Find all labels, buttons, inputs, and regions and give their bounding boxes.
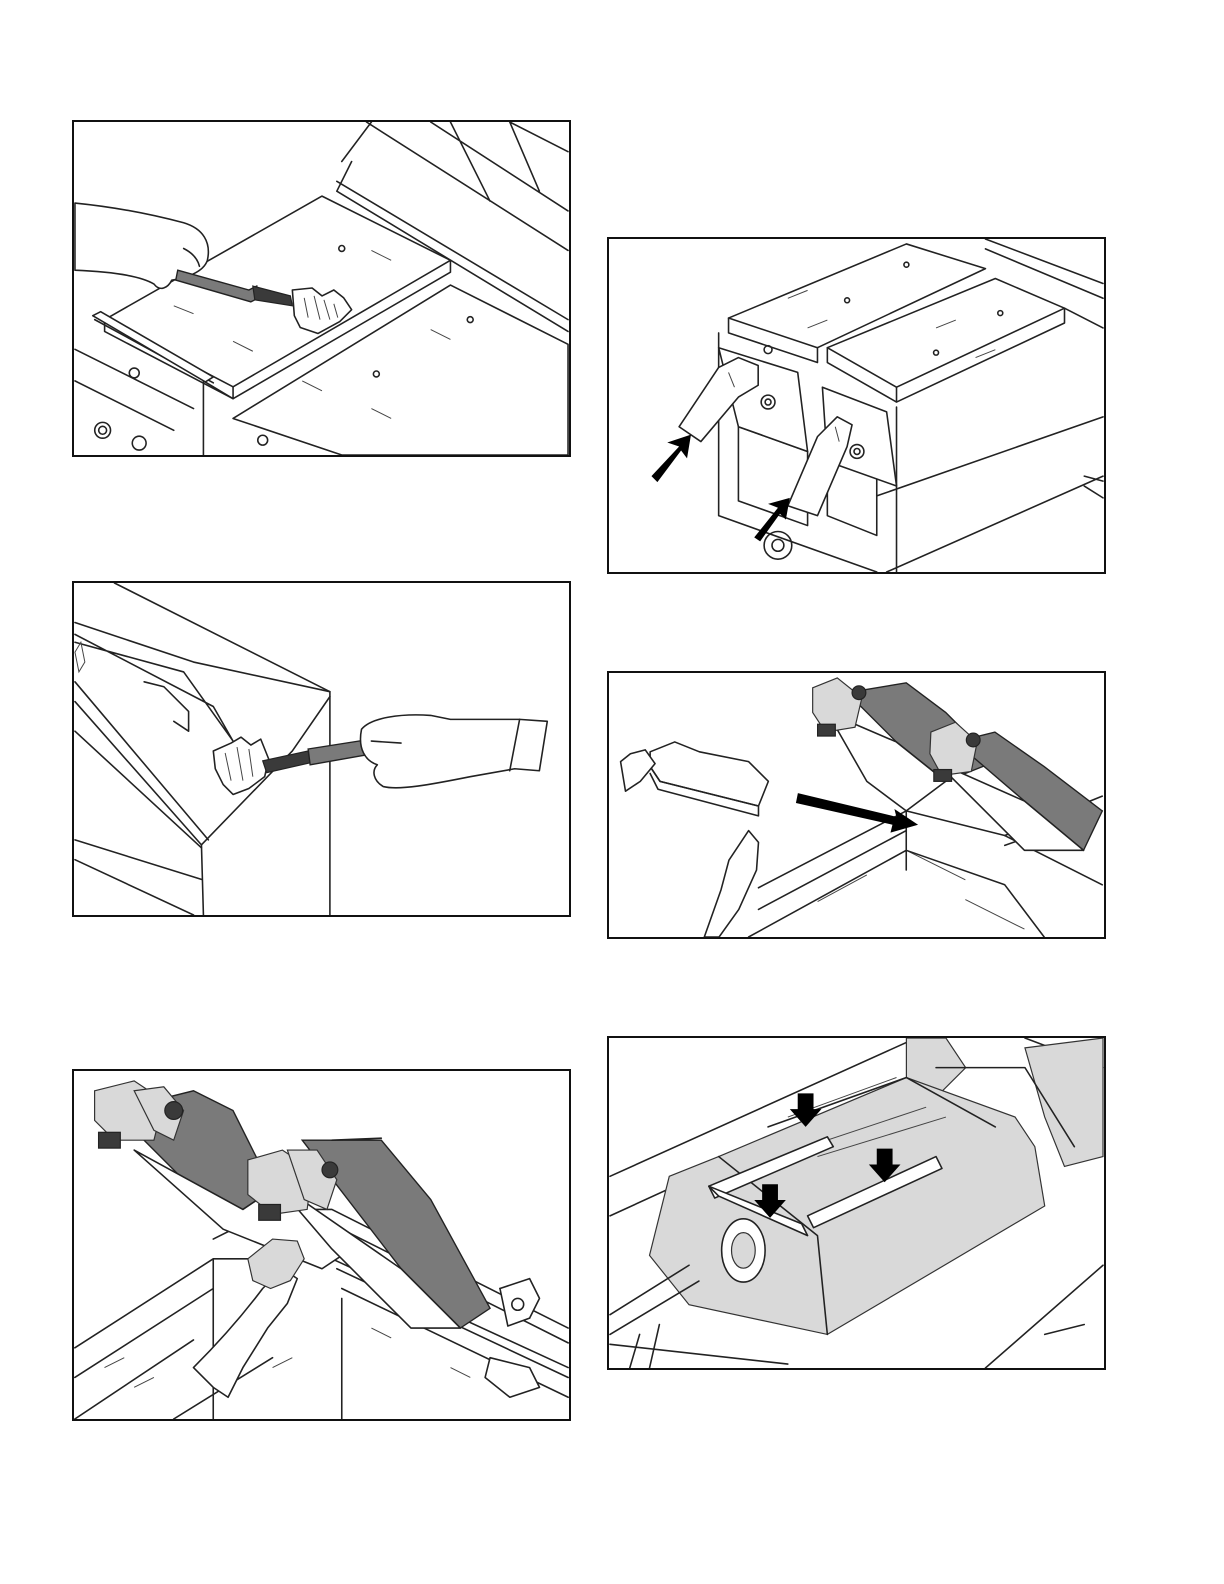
illustration-scraping-platen: [74, 122, 569, 455]
illustration-wiping: [74, 1071, 569, 1419]
figure-grease-trough: [607, 671, 1106, 939]
figure-upper-platen-scraping: [72, 581, 571, 917]
figure-wiping-under-platens: [72, 1069, 571, 1421]
figure-platen-scraping: [72, 120, 571, 457]
illustration-levers: [609, 239, 1104, 572]
illustration-sheet-clips: [609, 1038, 1104, 1368]
figure-release-levers: [607, 237, 1106, 574]
arrow-icon: [651, 435, 691, 482]
figure-release-sheet: [607, 1036, 1106, 1370]
illustration-trough: [609, 673, 1104, 937]
illustration-scraping-edge: [74, 583, 569, 915]
